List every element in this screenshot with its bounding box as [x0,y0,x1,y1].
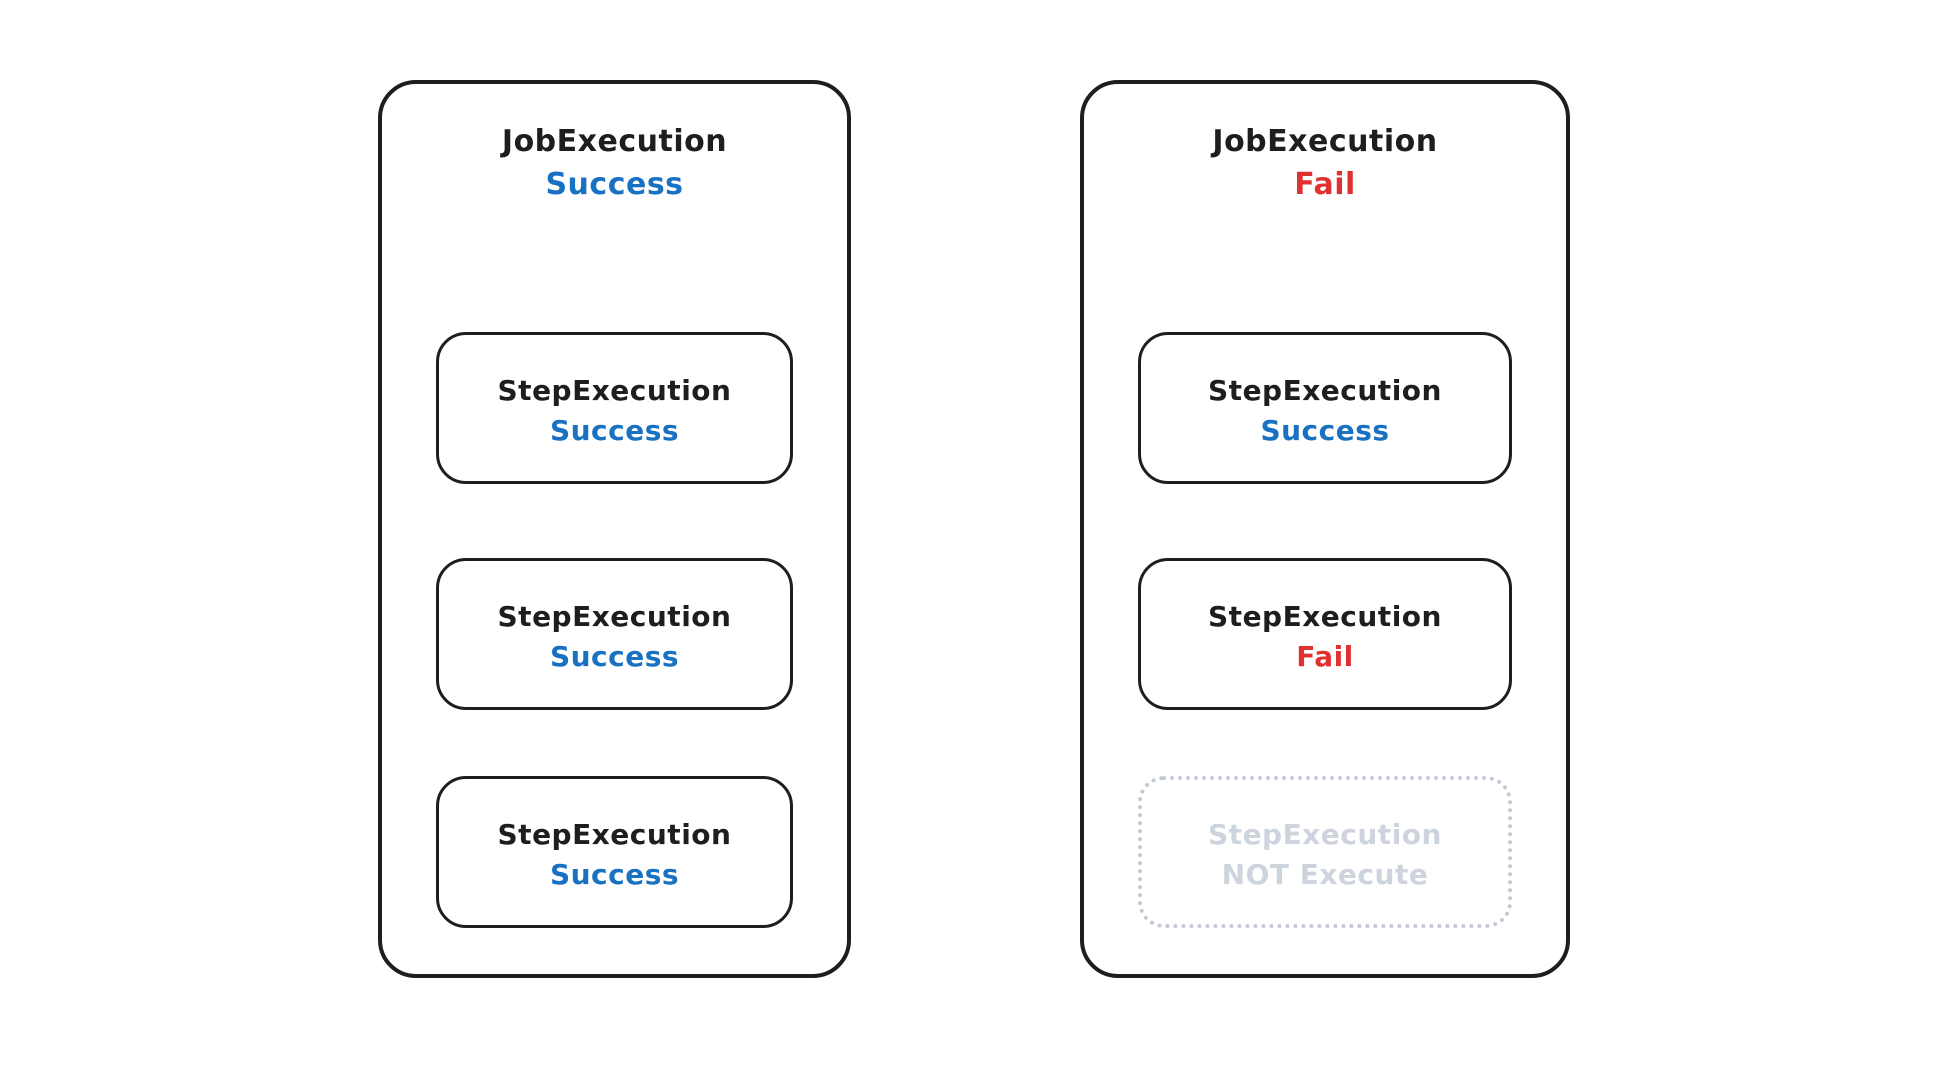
step-status: Success [549,414,680,447]
step-execution-card: StepExecution Fail [1138,558,1512,710]
job-status: Fail [1294,167,1356,202]
step-execution-card: StepExecution Success [1138,332,1512,484]
step-status: NOT Execute [1221,858,1429,891]
job-header: JobExecution Fail [1084,120,1566,206]
step-status: Success [549,640,680,673]
step-execution-card-not-executed: StepExecution NOT Execute [1138,776,1512,928]
step-status: Success [549,858,680,891]
job-title: JobExecution [1212,124,1438,159]
step-execution-card: StepExecution Success [436,776,793,928]
step-title: StepExecution [497,600,732,633]
step-execution-card: StepExecution Success [436,558,793,710]
step-execution-card: StepExecution Success [436,332,793,484]
step-status: Success [1260,414,1390,447]
step-title: StepExecution [1208,600,1442,633]
step-title: StepExecution [1208,374,1442,407]
job-execution-card-fail: JobExecution Fail StepExecution Success … [1080,80,1570,978]
step-title: StepExecution [497,818,732,851]
job-status: Success [545,167,684,202]
job-header: JobExecution Success [382,120,847,206]
step-status: Fail [1296,640,1354,673]
job-execution-card-success: JobExecution Success StepExecution Succe… [378,80,851,978]
job-title: JobExecution [501,124,728,159]
step-title: StepExecution [1208,818,1442,851]
step-title: StepExecution [497,374,732,407]
